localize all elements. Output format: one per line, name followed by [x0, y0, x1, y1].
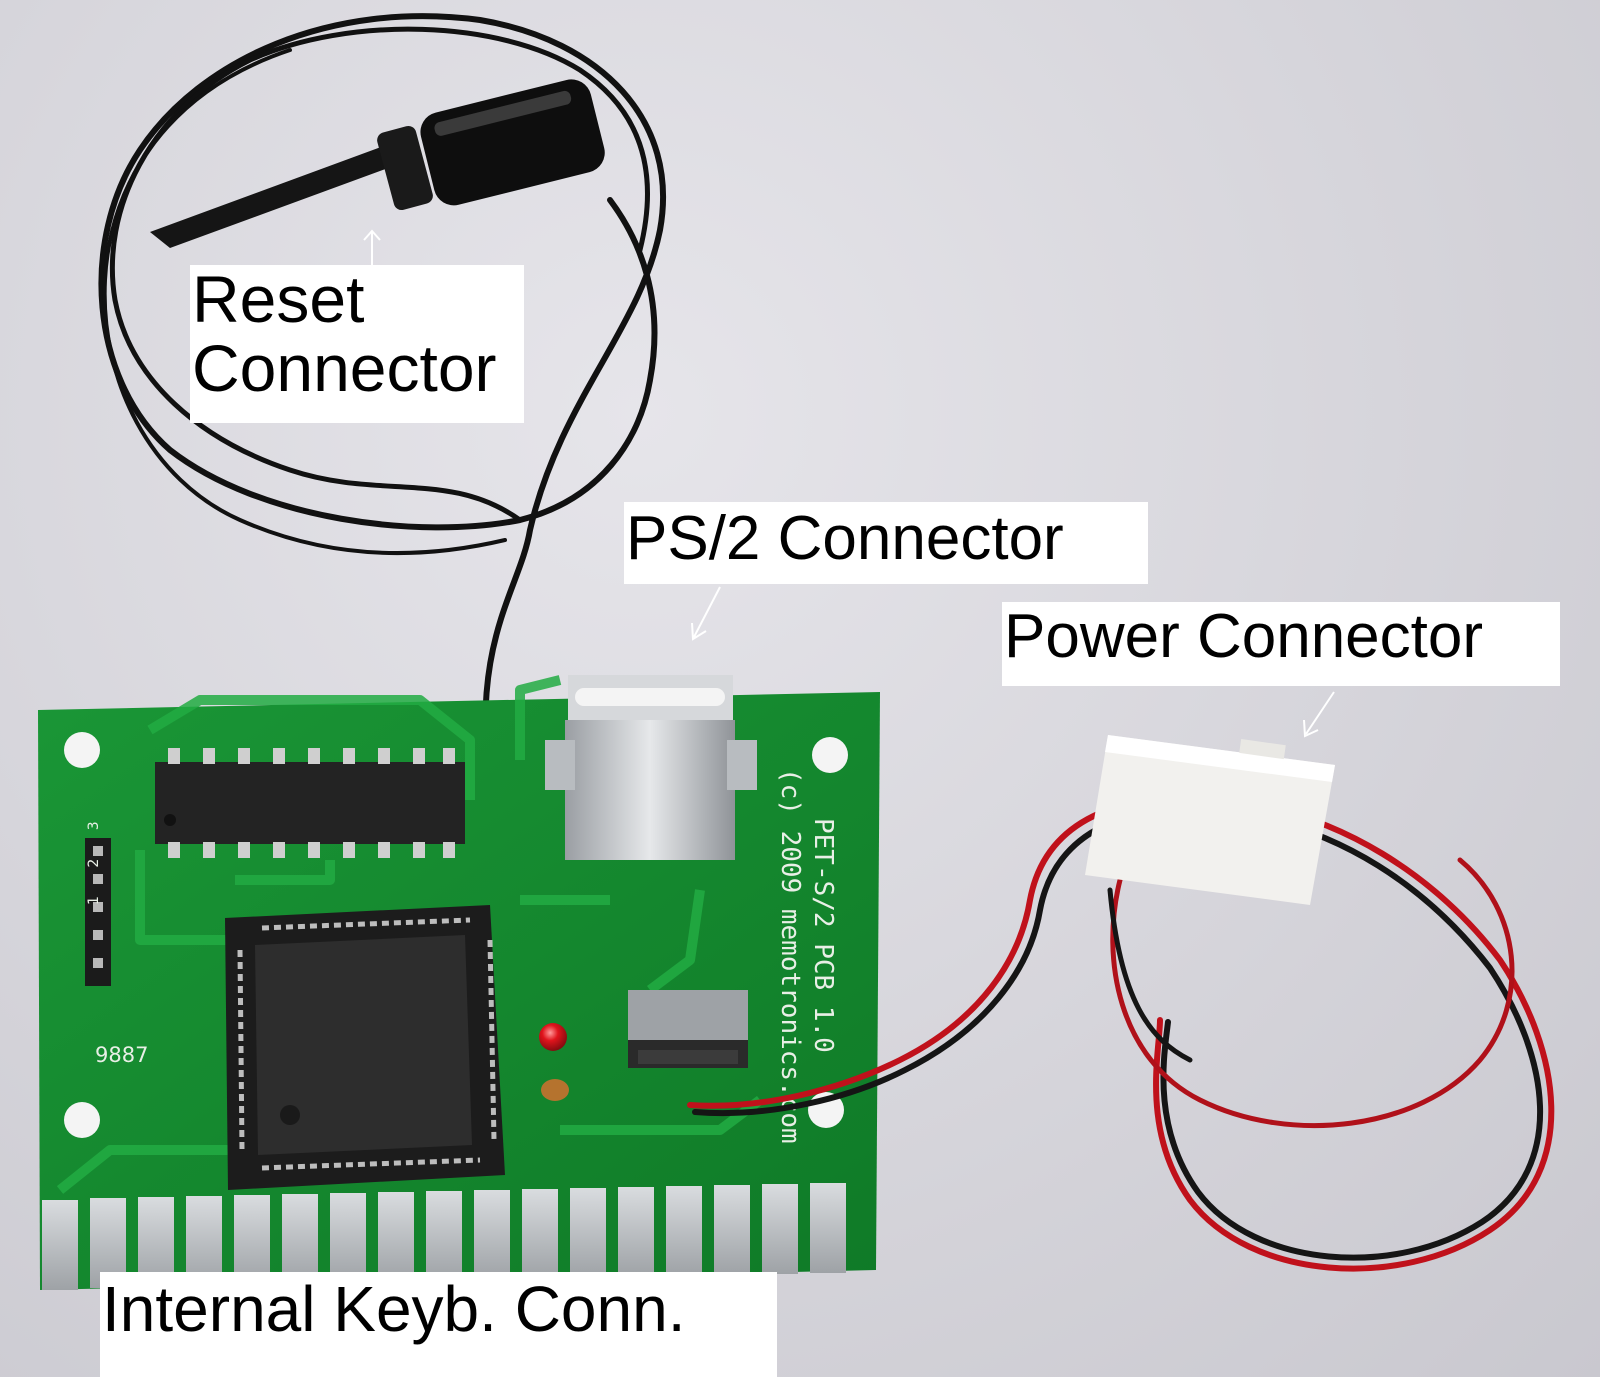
voltage-regulator	[628, 990, 748, 1068]
pcb-copyright-text: (c) 2009 memotronics.com	[775, 768, 805, 1144]
reset-label-line2: Connector	[192, 331, 497, 406]
pin-header	[85, 838, 111, 986]
power-cable	[687, 795, 1555, 1272]
plcc-socket	[225, 905, 505, 1190]
pcb-code-text: 9887	[95, 1043, 148, 1067]
capacitor	[541, 1079, 569, 1101]
mounting-hole	[812, 737, 848, 773]
pcb-board: 9887 1 2 3 PET-S/2 PCB 1.0 (c) 2009 memo…	[38, 675, 880, 1290]
ps2-arrow-icon	[691, 586, 721, 641]
molex-power-plug	[1085, 735, 1335, 905]
reset-arrow-icon	[363, 229, 381, 266]
mounting-hole	[64, 1102, 100, 1138]
reset-label-line1: Reset	[192, 262, 365, 336]
power-connector-label: Power Connector	[1002, 602, 1560, 686]
reset-wire	[98, 13, 667, 793]
dip-microcontroller	[155, 748, 465, 858]
reset-connector-label: Reset Connector	[190, 262, 524, 423]
power-arrow-icon	[1303, 691, 1335, 738]
ps2-connector-label: PS/2 Connector	[624, 502, 1148, 584]
ps2-connector	[545, 675, 757, 860]
keyboard-connector-label: Internal Keyb. Conn.	[100, 1272, 777, 1377]
pin-header-numbers: 1 2 3	[86, 809, 102, 905]
reset-clip	[150, 79, 605, 248]
pcb-title-text: PET-S/2 PCB 1.0	[808, 818, 838, 1053]
status-led	[539, 1023, 567, 1051]
mounting-hole	[64, 732, 100, 768]
